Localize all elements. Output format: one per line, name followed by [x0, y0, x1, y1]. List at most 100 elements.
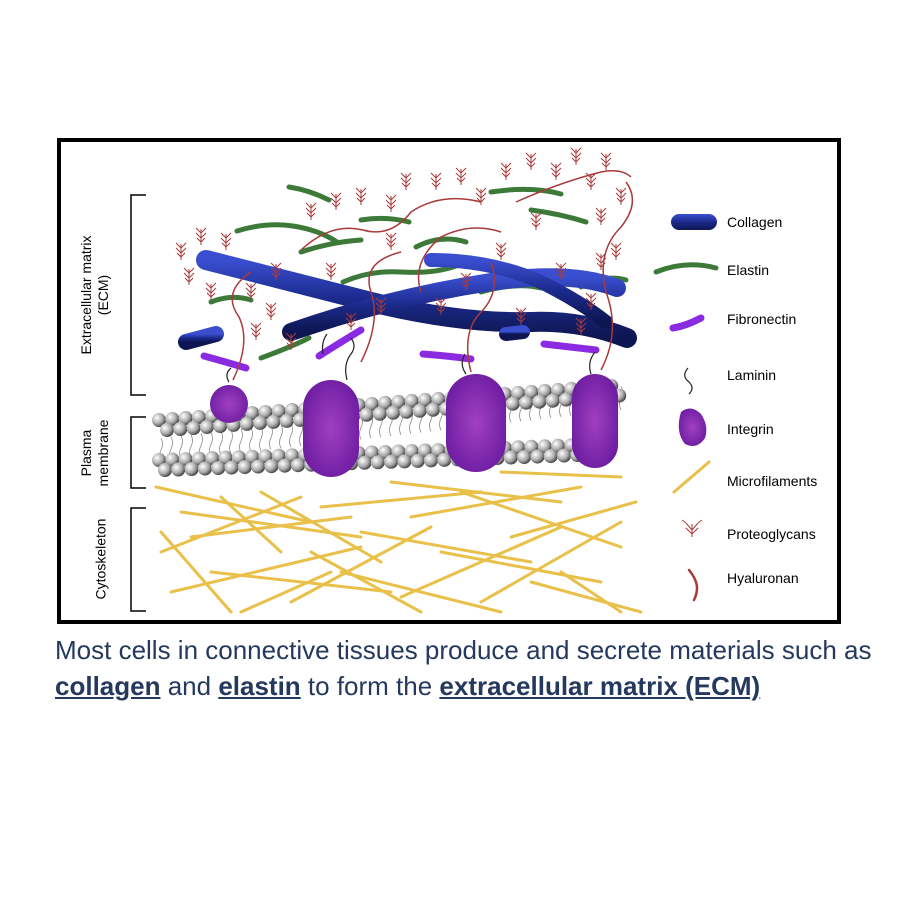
plasma-membrane-region-label: Plasma membrane [78, 419, 111, 487]
proteoglycan [525, 152, 537, 170]
lipid-head [258, 405, 273, 419]
lipid-head [357, 455, 372, 470]
proteoglycan [345, 312, 357, 330]
legend-item-microfilaments: Microfilaments [667, 466, 817, 496]
proteoglycan [285, 332, 297, 350]
lipid-head [557, 448, 571, 463]
integrin [303, 380, 359, 477]
cytoskeleton-region-label: Cytoskeleton [92, 518, 109, 600]
microfilament [409, 485, 583, 519]
legend-item-integrin: Integrin [667, 414, 774, 444]
proteoglycan [183, 267, 195, 285]
hyaluronan-icon [687, 568, 699, 602]
lipid-head [359, 407, 374, 422]
microfilament [189, 515, 353, 539]
proteoglycan [305, 202, 317, 220]
proteoglycan [330, 192, 342, 210]
proteoglycan [220, 232, 232, 250]
proteoglycan [460, 272, 472, 290]
integrin [446, 374, 506, 472]
proteoglycan [615, 187, 627, 205]
elastin-icon [653, 262, 719, 275]
microfilaments-icon [672, 460, 711, 494]
microfilament [399, 525, 563, 599]
lipid-head [186, 421, 201, 435]
laminin-icon [684, 367, 693, 395]
lipid-head [532, 394, 547, 409]
proteoglycan [385, 194, 397, 212]
legend-label: Laminin [727, 367, 777, 383]
lipid-head [424, 453, 438, 468]
ecm-keyword: extracellular matrix (ECM) [439, 671, 761, 701]
proteoglycan [555, 262, 567, 280]
proteoglycan [595, 207, 607, 225]
legend-item-collagen: Collagen [667, 207, 782, 237]
proteoglycan [355, 187, 367, 205]
proteoglycan [500, 162, 512, 180]
legend-item-elastin: Elastin [667, 255, 769, 285]
lipid-head [431, 391, 446, 406]
legend-label: Collagen [727, 214, 783, 230]
microfilament [239, 570, 333, 614]
lipid-head [173, 422, 188, 436]
proteoglycan [550, 162, 562, 180]
lipid-head [184, 462, 199, 476]
laminin [226, 333, 596, 383]
lipid-head [152, 413, 166, 427]
legend-item-proteoglycans: Proteoglycans [667, 519, 816, 549]
lipid-head [266, 414, 281, 429]
lipid-head [370, 455, 385, 470]
legend-icons [653, 214, 719, 602]
lipid-head [245, 406, 260, 420]
lipid-head [199, 420, 214, 434]
proteoglycan [325, 262, 337, 280]
microfilament [259, 490, 383, 564]
lipid-head [158, 463, 172, 477]
proteoglycan [175, 242, 187, 260]
proteoglycan [585, 172, 597, 190]
legend-label: Hyaluronan [727, 570, 799, 586]
lipid-head [277, 458, 292, 473]
lipid-head [404, 393, 419, 408]
fibronectin [200, 326, 600, 372]
proteoglycan [270, 262, 282, 280]
lipid-head [211, 461, 226, 476]
proteoglycan [385, 232, 397, 250]
proteoglycans [175, 147, 627, 350]
lipid-head [372, 406, 387, 421]
lipid-tail [239, 428, 243, 454]
proteoglycan [495, 242, 507, 260]
microfilament [559, 570, 623, 614]
microfilament [154, 485, 313, 524]
lipid-tail [259, 426, 263, 451]
lipid-tail [289, 423, 293, 448]
legend-label: Fibronectin [727, 311, 797, 327]
proteoglycan [205, 282, 217, 300]
lipid-head [399, 404, 414, 419]
proteoglycan [455, 167, 467, 185]
lipid-head [410, 453, 425, 468]
proteoglycan [250, 322, 262, 340]
legend-label: Proteoglycans [727, 526, 816, 542]
lipid-head [519, 395, 534, 410]
lipid-head [384, 454, 399, 469]
figure-caption: Most cells in connective tissues produce… [55, 635, 872, 701]
microfilament [339, 570, 503, 614]
collagen-keyword: collagen [55, 671, 161, 701]
proteoglycan [530, 212, 542, 230]
lipid-head [253, 415, 268, 430]
lipid-head [264, 459, 279, 474]
lipid-head [391, 394, 406, 409]
lipid-head [160, 423, 174, 437]
microfilament [209, 570, 393, 594]
lipid-tail [219, 431, 223, 456]
lipid-head [197, 461, 212, 476]
lipid-head [291, 458, 305, 473]
proteoglycan [515, 307, 527, 325]
hyaluronan-chains [231, 170, 634, 381]
proteoglycan [600, 152, 612, 170]
proteoglycan [570, 147, 582, 165]
legend-label: Integrin [727, 421, 774, 437]
lipid-head [364, 396, 379, 411]
proteoglycan [435, 297, 447, 315]
